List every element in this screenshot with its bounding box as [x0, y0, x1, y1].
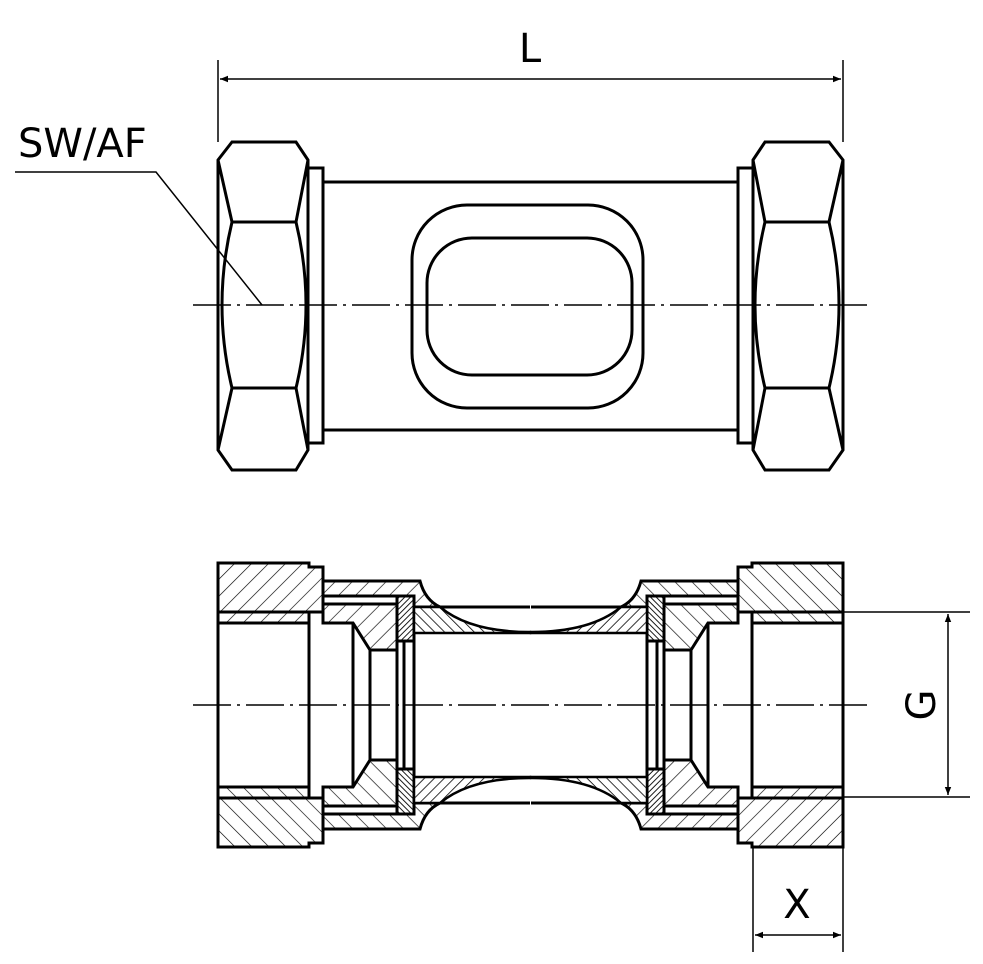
- wrench-size-label: SW/AF: [18, 121, 147, 167]
- section-quarter-top-right: [529, 561, 845, 707]
- side-view: [193, 140, 870, 472]
- dimension-thread-depth: X: [752, 846, 844, 952]
- length-label: L: [519, 26, 542, 72]
- dimension-thread: G: [843, 611, 970, 798]
- sight-window-inner: [425, 236, 634, 377]
- wrench-size-callout: SW/AF: [15, 121, 263, 306]
- hex-nut-left: [216, 140, 325, 472]
- dimension-length: L: [217, 26, 844, 142]
- section-quarter: [216, 561, 532, 705]
- thread-depth-label: X: [783, 882, 810, 928]
- body-outline: [323, 180, 738, 432]
- thread-label: G: [899, 690, 945, 721]
- section-view: [193, 561, 870, 849]
- hex-nut-right: [736, 140, 845, 472]
- section-quarter-bottom-left: [216, 703, 532, 849]
- sight-window-outer: [410, 203, 645, 410]
- section-quarter-bottom-right: [529, 703, 845, 849]
